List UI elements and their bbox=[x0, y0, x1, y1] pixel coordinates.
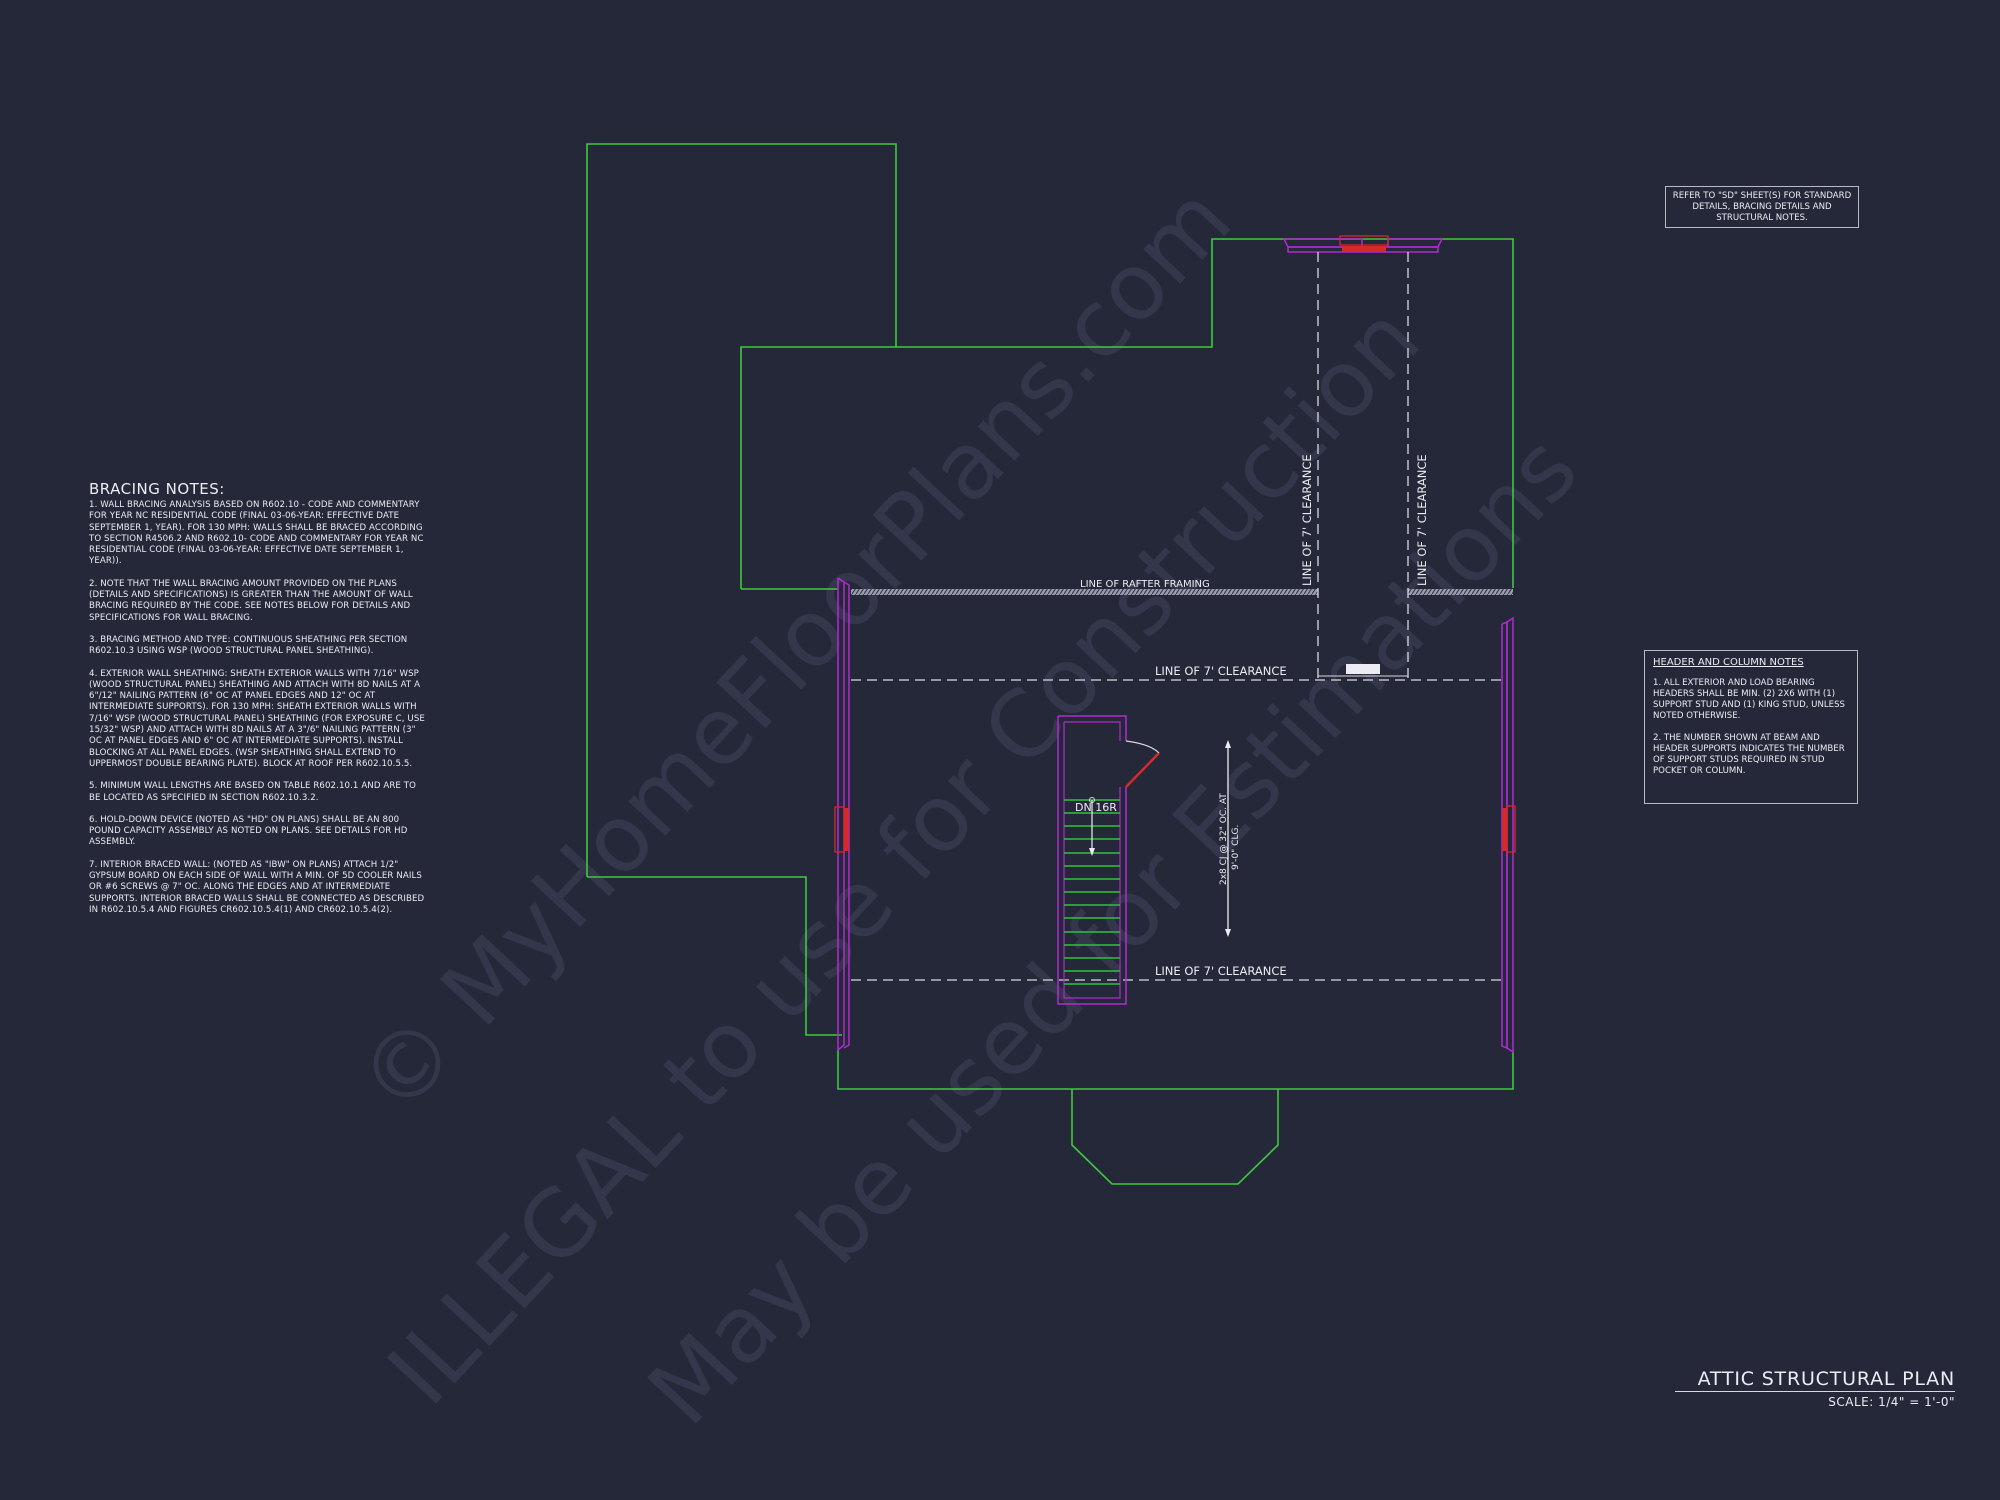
bracing-note-6: 6. HOLD-DOWN DEVICE (NOTED AS "HD" ON PL… bbox=[89, 814, 408, 848]
header-column-notes-title: HEADER AND COLUMN NOTES bbox=[1653, 657, 1804, 668]
header-note-1: 1. ALL EXTERIOR AND LOAD BEARING HEADERS… bbox=[1653, 678, 1846, 721]
plan-title-block: ATTIC STRUCTURAL PLAN SCALE: 1/4" = 1'-0… bbox=[1675, 1368, 1955, 1409]
clearance-lines bbox=[851, 252, 1502, 981]
right-wall-header bbox=[1502, 805, 1516, 853]
rafter-framing-label: LINE OF RAFTER FRAMING bbox=[1080, 579, 1210, 590]
refer-sd-sheets-note: REFER TO "SD" SHEET(S) FOR STANDARD DETA… bbox=[1665, 186, 1859, 228]
clearance-label-bottom: LINE OF 7' CLEARANCE bbox=[1155, 964, 1287, 978]
clearance-label-vertical-1: LINE OF 7' CLEARANCE bbox=[1300, 454, 1314, 586]
stair-door bbox=[1125, 752, 1160, 788]
ceiling-joist-spec: 2x8 CJ @ 32" OC. AT bbox=[1219, 793, 1229, 885]
stair: DN 16R bbox=[1057, 715, 1160, 1005]
ceiling-height-spec: 9'-0" CLG. bbox=[1231, 825, 1241, 870]
header-column-notes: HEADER AND COLUMN NOTES 1. ALL EXTERIOR … bbox=[1644, 650, 1858, 804]
bracing-notes: BRACING NOTES: 1. WALL BRACING ANALYSIS … bbox=[89, 480, 429, 927]
bracing-note-5: 5. MINIMUM WALL LENGTHS ARE BASED ON TAB… bbox=[89, 781, 417, 803]
bracing-note-2: 2. NOTE THAT THE WALL BRACING AMOUNT PRO… bbox=[89, 578, 413, 623]
stair-label: DN 16R bbox=[1075, 801, 1117, 814]
clearance-label-top: LINE OF 7' CLEARANCE bbox=[1155, 664, 1287, 678]
bracing-note-3: 3. BRACING METHOD AND TYPE: CONTINUOUS S… bbox=[89, 634, 408, 657]
bracing-note-7: 7. INTERIOR BRACED WALL: (NOTED AS "IBW"… bbox=[89, 859, 425, 915]
plan-title: ATTIC STRUCTURAL PLAN bbox=[1675, 1368, 1955, 1392]
building-outline bbox=[586, 143, 1514, 1185]
bracing-notes-title: BRACING NOTES: bbox=[89, 480, 225, 498]
right-wall bbox=[1501, 616, 1514, 1054]
plan-scale: SCALE: 1/4" = 1'-0" bbox=[1828, 1395, 1955, 1409]
ceiling-joist-span: 2x8 CJ @ 32" OC. AT 9'-0" CLG. bbox=[1219, 740, 1241, 937]
refer-note-text: REFER TO "SD" SHEET(S) FOR STANDARD DETA… bbox=[1672, 190, 1852, 223]
attic-access-hatch bbox=[1318, 664, 1408, 677]
top-dormer-wall bbox=[1282, 235, 1444, 253]
left-wall-header bbox=[834, 806, 849, 853]
header-note-2: 2. THE NUMBER SHOWN AT BEAM AND HEADER S… bbox=[1653, 733, 1845, 776]
rafter-framing-line bbox=[851, 589, 1513, 595]
bracing-note-4: 4. EXTERIOR WALL SHEATHING: SHEATH EXTER… bbox=[89, 668, 425, 769]
bracing-note-1: 1. WALL BRACING ANALYSIS BASED ON R602.1… bbox=[89, 500, 424, 567]
door-swing-arc bbox=[1125, 740, 1160, 754]
clearance-label-vertical-2: LINE OF 7' CLEARANCE bbox=[1415, 454, 1429, 586]
